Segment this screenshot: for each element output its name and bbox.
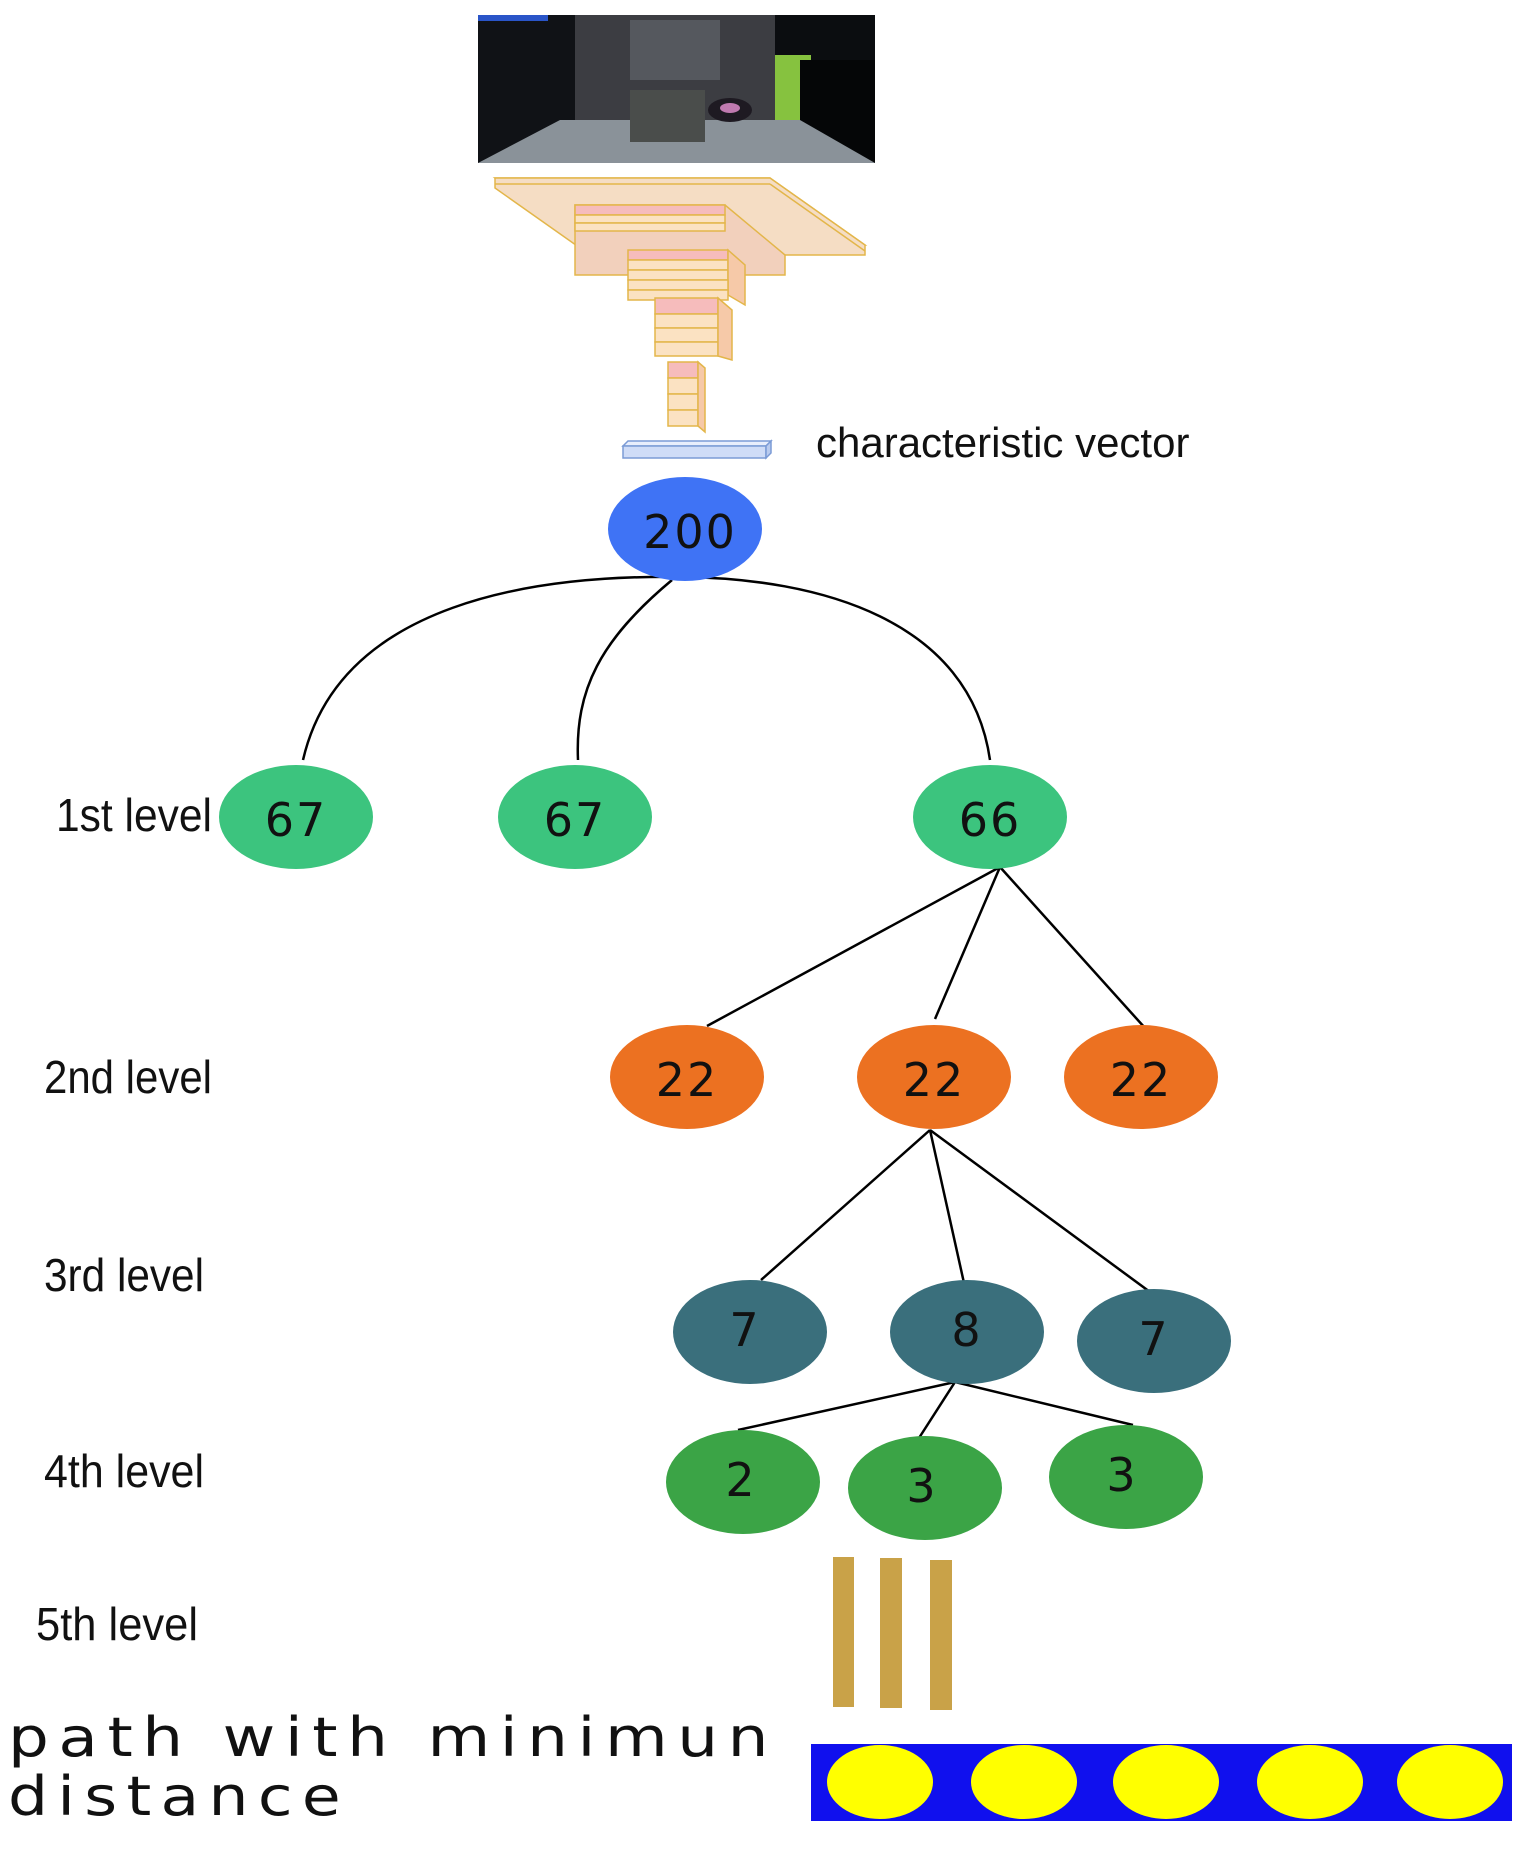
level-5-bar — [880, 1558, 902, 1708]
level-1-label: 1st level — [56, 789, 212, 841]
level-3-node — [890, 1280, 1044, 1384]
level-5-bars — [833, 1557, 952, 1710]
level-3-node — [673, 1280, 827, 1384]
min-distance-path-strip — [811, 1744, 1512, 1821]
level-2-node-value: 22 — [903, 1053, 966, 1107]
level-1-node — [219, 765, 373, 869]
level-5-bar — [930, 1560, 952, 1710]
path-label-line-2: distance — [8, 1765, 350, 1828]
level-4-label: 4th level — [44, 1445, 204, 1497]
level-3-node-value: 7 — [1138, 1312, 1169, 1366]
root-node-value: 200 — [643, 505, 737, 559]
level-3-node — [1077, 1289, 1231, 1393]
path-dot — [827, 1745, 933, 1819]
level-5-label: 5th level — [36, 1598, 198, 1650]
level-3-node-value: 7 — [729, 1303, 760, 1357]
tree-edges — [301, 575, 1151, 1439]
level-4-node — [666, 1430, 820, 1534]
level-2-label: 2nd level — [44, 1051, 212, 1103]
level-3-label: 3rd level — [44, 1249, 204, 1301]
characteristic-vector-label: characteristic vector — [816, 419, 1189, 466]
level-4-node-value: 3 — [906, 1459, 937, 1513]
root-ellipse — [608, 477, 762, 581]
cnn-stack — [492, 177, 868, 434]
level-4-node — [848, 1436, 1002, 1540]
path-dot — [971, 1745, 1077, 1819]
level-2-node-value: 22 — [656, 1053, 719, 1107]
level-2-node-value: 22 — [1110, 1053, 1173, 1107]
level-3-nodes: 7 8 7 — [673, 1280, 1231, 1393]
level-4-node — [1049, 1425, 1203, 1529]
level-2-nodes: 22 22 22 — [610, 1025, 1218, 1129]
path-dot — [1113, 1745, 1219, 1819]
level-1-nodes: 67 67 66 — [219, 765, 1067, 869]
level-4-nodes: 2 3 3 — [666, 1425, 1203, 1540]
path-dot — [1257, 1745, 1363, 1819]
level-4-node-value: 3 — [1106, 1448, 1137, 1502]
level-1-node — [498, 765, 652, 869]
characteristic-vector — [621, 439, 773, 460]
level-3-node-value: 8 — [951, 1303, 982, 1357]
root-node: 200 — [608, 477, 762, 581]
path-dot — [1397, 1745, 1503, 1819]
level-1-node-value: 67 — [265, 793, 328, 847]
level-1-node-value: 66 — [959, 793, 1022, 847]
level-5-bar — [833, 1557, 854, 1707]
level-2-node — [857, 1025, 1011, 1129]
path-label-line-1: path with minimun — [8, 1706, 778, 1769]
level-1-node-value: 67 — [544, 793, 607, 847]
input-image — [478, 15, 875, 163]
level-2-node — [1064, 1025, 1218, 1129]
level-1-node — [913, 765, 1067, 869]
level-4-node-value: 2 — [725, 1453, 756, 1507]
level-2-node — [610, 1025, 764, 1129]
